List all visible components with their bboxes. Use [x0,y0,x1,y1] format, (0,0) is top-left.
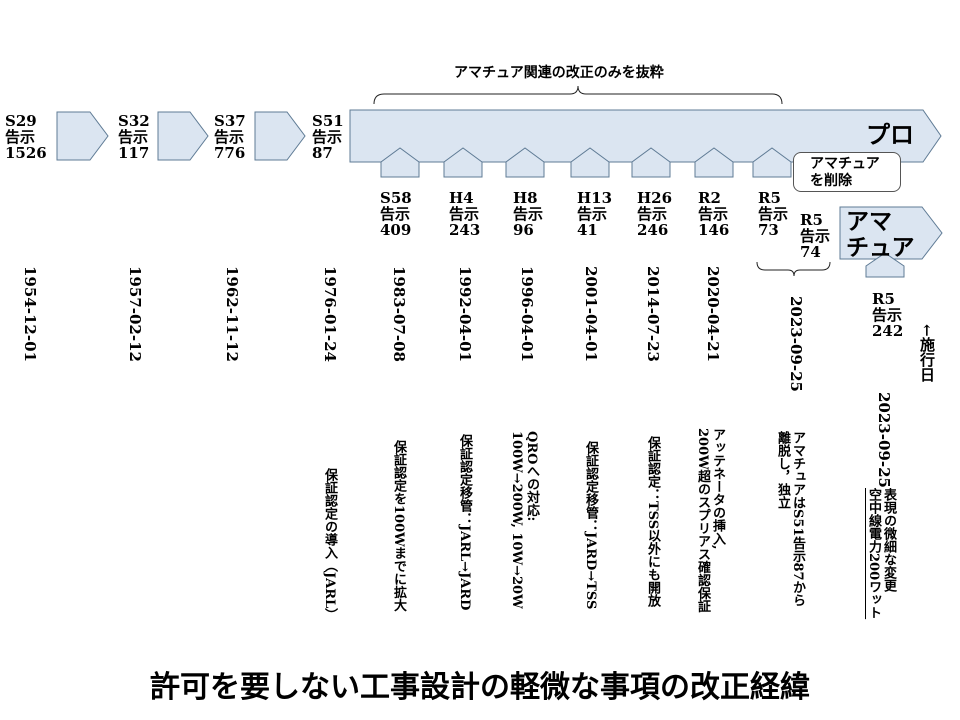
left-arrow-icon: ← [918,324,936,337]
note-s51: 保証認定の導入（JARL） [322,468,337,622]
callout-text: アマチュア を削除 [810,156,880,190]
scope-brace [373,85,783,105]
pro-label: プロ [866,120,914,149]
enforcement-day-label: ←施行日 [918,324,936,382]
date-r5-242: 2023-09-25 [875,392,893,488]
date-s37: 1962-11-12 [223,266,241,362]
note-r2: アッテネータの挿入,200W超のスプリアス確認保証 [695,428,725,613]
note-h4: 保証認定移管：JARL→JARD [457,434,472,611]
note-h13: 保証認定移管：JARD→TSS [583,441,598,610]
chevron-s37 [254,111,306,161]
date-r2: 2020-04-21 [704,266,722,362]
tab-h13 [570,147,610,178]
date-s32: 1957-02-12 [126,266,144,362]
note-s58: 保証認定を100Wまでに拡大 [391,440,406,612]
tab-h8 [505,147,545,178]
date-s58: 1983-07-08 [390,266,408,362]
pro-arrow [349,109,942,163]
note-h8: QROへの対応:100W→200W, 10W→20W [509,431,539,609]
tab-h26 [631,147,671,178]
date-h13: 2001-04-01 [582,266,600,362]
date-s51: 1976-01-24 [321,266,339,362]
callout-line-1: アマチュア [810,156,880,172]
amateur-arrow [839,206,943,260]
chevron-s29 [56,111,109,161]
amateur-label-1: アマ [846,208,892,235]
callout-amateur-removed: アマチュア を削除 [793,152,901,192]
r5-bracket [756,261,831,277]
date-h4: 1992-04-01 [456,266,474,362]
amateur-label-2: チュア [846,234,915,261]
scope-note: アマチュア関連の改正のみを抜粋 [454,65,664,81]
tab-r5-242 [865,252,905,278]
tab-r2 [694,147,734,178]
date-s29: 1954-12-01 [21,266,39,362]
date-r5-73: 2023-09-25 [787,296,805,392]
note-r5-73: アマチュアはS51告示87から離脱し，独立 [775,431,805,607]
note-r5-242: 表現の微細な変更空中線電力200ワット [866,488,896,620]
callout-line-2: を削除 [810,173,852,189]
chevron-s32 [157,111,209,161]
date-h26: 2014-07-23 [644,266,662,362]
note-h26: 保証認定：TSS以外にも開放 [645,436,660,608]
tab-r5-73 [752,147,792,178]
tab-h4 [443,147,483,178]
page-title: 許可を要しない工事設計の軽微な事項の改正経緯 [150,670,810,705]
date-h8: 1996-04-01 [518,266,536,362]
tab-s58 [380,147,420,178]
